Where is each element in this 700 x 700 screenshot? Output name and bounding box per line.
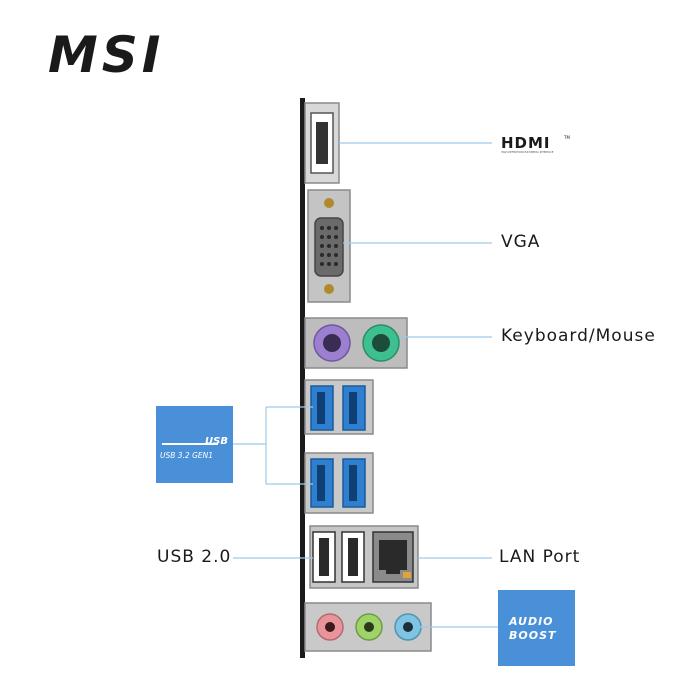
usb3-bracket	[233, 406, 313, 485]
hdmi-logo: HDMI TM HIGH-DEFINITION MULTIMEDIA INTER…	[501, 134, 571, 156]
rear-panel-edge	[300, 98, 305, 658]
hdmi-trademark: TM	[564, 135, 570, 140]
usb2-label: USB 2.0	[157, 547, 232, 567]
audio-boost-badge: AUDIO BOOST	[498, 590, 575, 666]
usb2-lan-block	[309, 525, 419, 589]
hdmi-port	[304, 102, 340, 184]
ps2-port	[304, 317, 408, 369]
usb-badge-line	[162, 443, 218, 445]
hdmi-logo-text: HDMI	[501, 134, 551, 152]
keyboard-mouse-label: Keyboard/Mouse	[501, 326, 656, 346]
usb-badge-subtitle: USB 3.2 GEN1	[160, 451, 214, 460]
callout-lines	[233, 142, 498, 628]
vga-label: VGA	[501, 232, 541, 252]
usb-badge-title: USB	[205, 436, 228, 447]
audio-jack-block	[304, 602, 432, 652]
msi-logo: MSI	[48, 26, 164, 84]
usb3-gen1-badge: USB USB 3.2 GEN1	[156, 406, 233, 483]
vga-port	[307, 189, 351, 303]
lan-label: LAN Port	[499, 547, 581, 567]
audio-badge-line2: BOOST	[509, 629, 557, 642]
hdmi-fine-print: HIGH-DEFINITION MULTIMEDIA INTERFACE	[501, 151, 554, 154]
audio-badge-line1: AUDIO	[509, 615, 554, 628]
usb3-port-group-bottom	[304, 452, 374, 514]
usb3-port-group-top	[304, 379, 374, 435]
msi-logo-text: MSI	[48, 26, 164, 84]
